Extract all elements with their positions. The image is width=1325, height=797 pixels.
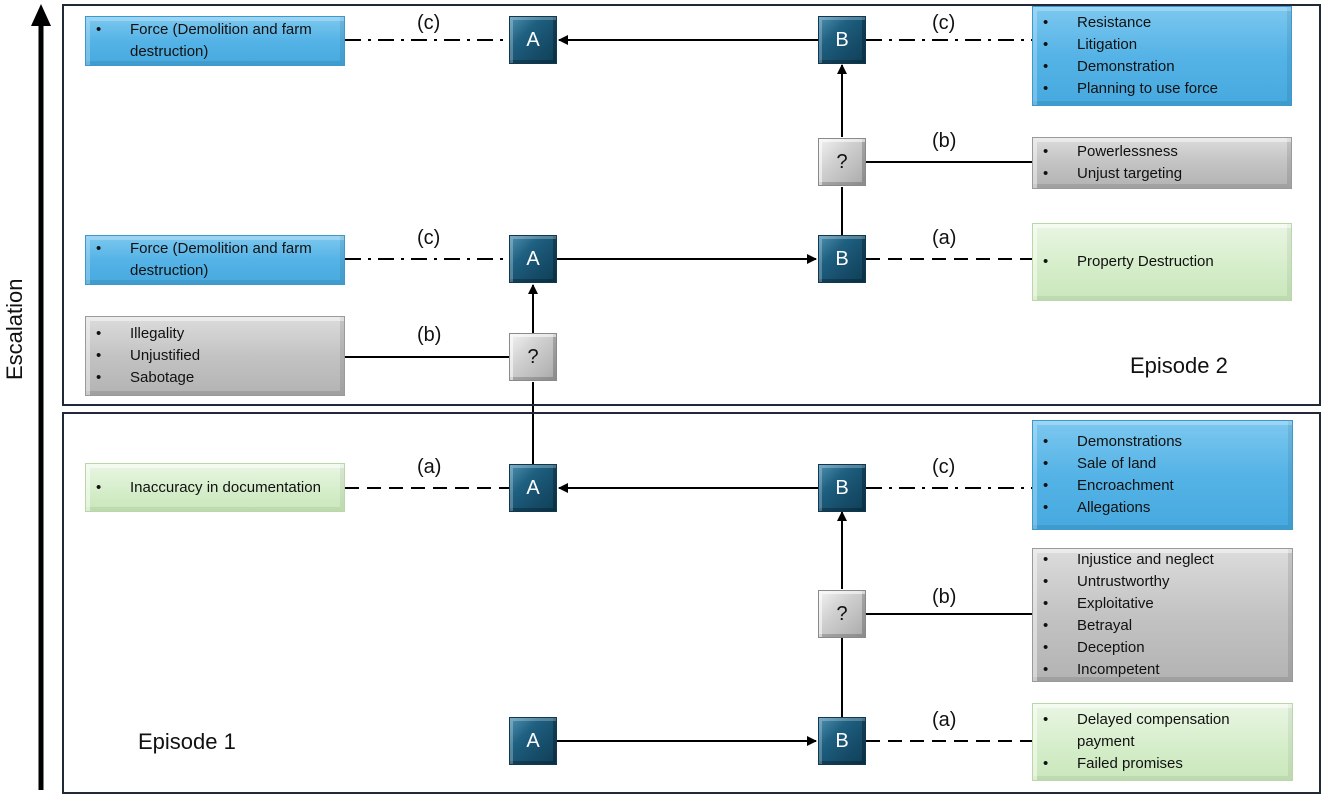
relation-label-ep2-mid-right: (a)	[932, 227, 957, 249]
ep2-question-node-right: ?	[818, 138, 866, 186]
ep1-bot-node-b: B	[818, 717, 866, 765]
box-list-item: Failed promises	[1043, 753, 1284, 775]
ep2-top-node-b: B	[818, 16, 866, 64]
relation-label-ep2-top-right: (c)	[932, 12, 956, 34]
box-list-item: Injustice and neglect	[1043, 549, 1284, 571]
box-ep2-question-left: IllegalityUnjustifiedSabotage	[85, 316, 345, 396]
relation-label-ep1-q-right: (b)	[932, 586, 957, 608]
box-ep1-top-right: DemonstrationsSale of landEncroachmentAl…	[1032, 420, 1293, 530]
box-list-item: Sabotage	[96, 367, 336, 389]
box-ep2-top-left: Force (Demolition and farm destruction)	[85, 16, 345, 66]
relation-label-ep2-top-left: (c)	[417, 12, 441, 34]
ep2-mid-node-a: A	[509, 235, 557, 283]
relation-label-ep1-top-right: (c)	[932, 456, 956, 478]
box-list-item: Powerlessness	[1043, 141, 1283, 163]
box-ep2-mid-left: Force (Demolition and farm destruction)	[85, 235, 345, 285]
box-ep2-question-right: PowerlessnessUnjust targeting	[1032, 137, 1292, 189]
box-list-item: Inaccuracy in documentation	[96, 477, 336, 499]
ep1-question-node-right: ?	[818, 590, 866, 638]
box-list-item: Force (Demolition and farm destruction)	[96, 19, 336, 63]
escalation-axis-label: Escalation	[2, 278, 27, 380]
episode-1-frame	[62, 412, 1321, 794]
escalation-axis-arrowhead	[31, 4, 51, 26]
box-list-item: Planning to use force	[1043, 78, 1283, 100]
ep2-mid-node-b: B	[818, 235, 866, 283]
box-list-item: Illegality	[96, 323, 336, 345]
box-list-item: Unjust targeting	[1043, 163, 1283, 185]
ep2-top-node-a: A	[509, 16, 557, 64]
box-ep1-top-left: Inaccuracy in documentation	[85, 463, 345, 512]
relation-label-ep1-bot-right: (a)	[932, 709, 957, 731]
box-list-item: Betrayal	[1043, 615, 1284, 637]
box-ep2-top-right: ResistanceLitigationDemonstrationPlannin…	[1032, 6, 1292, 106]
relation-label-ep1-top-left: (a)	[417, 456, 442, 478]
box-list-item: Property Destruction	[1043, 251, 1283, 273]
episode-2-label: Episode 2	[1130, 353, 1228, 378]
box-list-item: Resistance	[1043, 12, 1283, 34]
ep1-bot-node-a: A	[509, 717, 557, 765]
box-ep2-mid-right: Property Destruction	[1032, 223, 1292, 301]
box-ep1-question-right: Injustice and neglectUntrustworthyExploi…	[1032, 548, 1293, 682]
box-list-item: Untrustworthy	[1043, 571, 1284, 593]
relation-label-ep2-q-left: (b)	[417, 324, 442, 346]
ep2-question-node-left: ?	[509, 333, 557, 381]
box-list-item: Delayed compensation payment	[1043, 709, 1284, 753]
box-list-item: Demonstration	[1043, 56, 1283, 78]
box-list-item: Unjustified	[96, 345, 336, 367]
box-list-item: Sale of land	[1043, 453, 1284, 475]
box-list-item: Litigation	[1043, 34, 1283, 56]
box-list-item: Demonstrations	[1043, 431, 1284, 453]
box-ep1-bot-right: Delayed compensation paymentFailed promi…	[1032, 703, 1293, 781]
box-list-item: Allegations	[1043, 497, 1284, 519]
box-list-item: Encroachment	[1043, 475, 1284, 497]
episode-2-frame	[62, 4, 1321, 406]
relation-label-ep2-mid-left: (c)	[417, 227, 441, 249]
episode-1-label: Episode 1	[138, 729, 236, 754]
box-list-item: Force (Demolition and farm destruction)	[96, 238, 336, 282]
ep1-top-node-a: A	[509, 464, 557, 512]
box-list-item: Incompetent	[1043, 659, 1284, 681]
relation-label-ep2-q-right: (b)	[932, 130, 957, 152]
ep1-top-node-b: B	[818, 464, 866, 512]
box-list-item: Deception	[1043, 637, 1284, 659]
box-list-item: Exploitative	[1043, 593, 1284, 615]
